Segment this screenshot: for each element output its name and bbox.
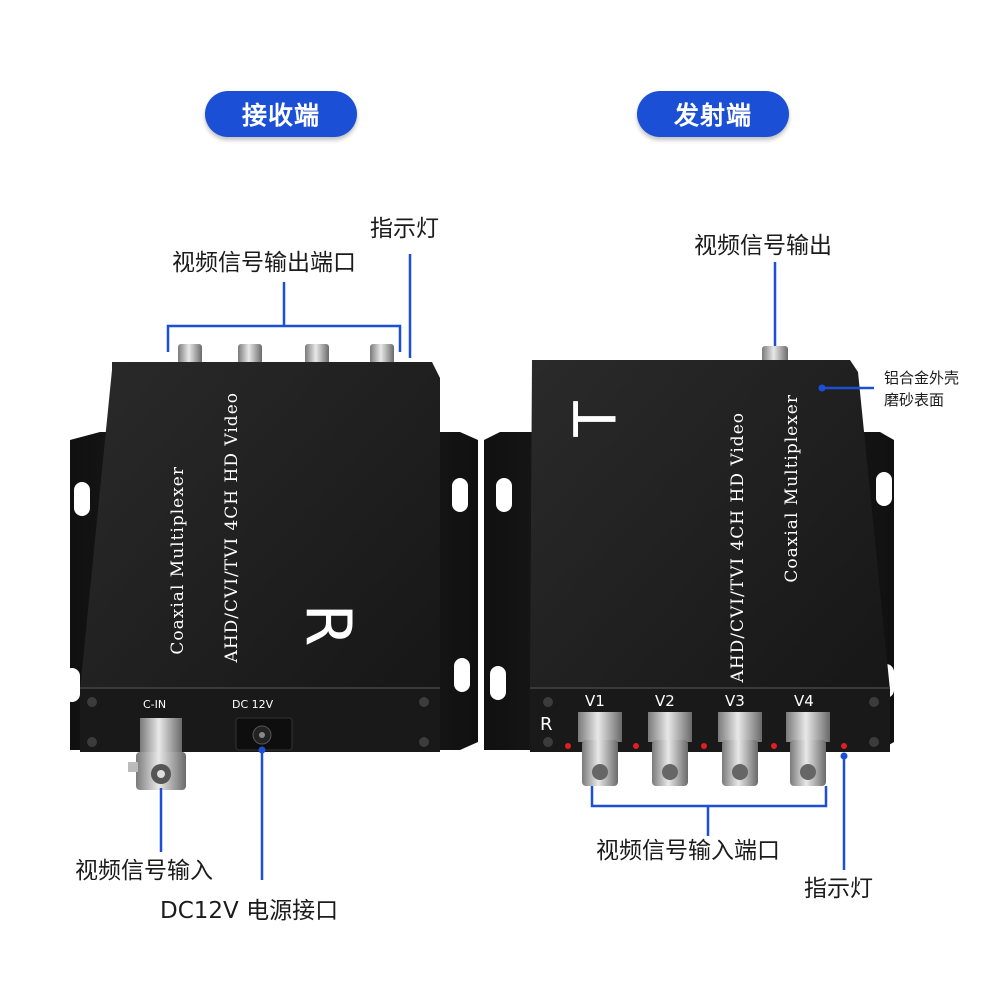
receiver-top-ports [178, 344, 394, 364]
mount-slot [64, 668, 80, 702]
receiver-cin-connector [128, 718, 186, 790]
receiver-header: 接收端 [205, 91, 357, 137]
led-label-v: V [834, 751, 839, 759]
mount-slot [490, 666, 506, 700]
receiver-video-input-label: 视频信号输入 [75, 858, 213, 884]
transmitter-port-v4: V4 [794, 692, 814, 710]
receiver-dc-jack [235, 717, 293, 751]
receiver-panel-line1: AHD/CVI/TVI 4CH HD Video [222, 392, 242, 663]
transmitter-top-port [762, 346, 788, 364]
transmitter-panel-line1: AHD/CVI/TVI 4CH HD Video [728, 412, 748, 683]
led-label-v1: V1 [768, 751, 778, 759]
mount-slot [876, 472, 892, 506]
mount-slot [452, 478, 468, 512]
transmitter-port-v2: V2 [655, 692, 675, 710]
transmitter-port-v3: V3 [725, 692, 745, 710]
mount-slot [74, 482, 90, 516]
transmitter-indicator-label: 指示灯 [804, 876, 873, 902]
transmitter-port-v1: V1 [585, 692, 605, 710]
led-indicator [633, 743, 639, 749]
led-indicator [701, 743, 707, 749]
callout-lines [159, 254, 874, 880]
callout-dot [258, 746, 266, 754]
transmitter-video-in-ports-label: 视频信号输入端口 [596, 838, 780, 864]
callout-dot [840, 752, 848, 760]
receiver-panel-line2: Coaxial Multiplexer [168, 466, 188, 655]
transmitter-device [484, 346, 894, 786]
transmitter-video-out-label: 视频信号输出 [694, 233, 832, 259]
transmitter-letter: T [561, 401, 630, 437]
receiver-indicator-label: 指示灯 [370, 216, 439, 242]
receiver-letter: R [291, 603, 365, 647]
mount-slot [496, 478, 512, 512]
led-label-opt: OPT [628, 751, 643, 759]
led-indicator [771, 743, 777, 749]
transmitter-shell-label-2: 磨砂表面 [884, 391, 945, 409]
callout-dot [818, 384, 826, 392]
mount-slot [454, 658, 470, 692]
transmitter-shell-label-1: 铝合金外壳 [884, 369, 960, 387]
led-indicator [565, 743, 571, 749]
receiver-power-label: DC12V 电源接口 [160, 898, 339, 924]
receiver-dc-label: DC 12V [232, 698, 274, 711]
transmitter-header: 发射端 [637, 91, 789, 137]
transmitter-panel-line2: Coaxial Multiplexer [782, 394, 802, 583]
led-label-p: P [566, 751, 571, 759]
receiver-device [64, 344, 478, 790]
receiver-cin-label: C-IN [143, 698, 167, 711]
transmitter-front-letter: R [540, 714, 553, 735]
receiver-video-out-ports-label: 视频信号输出端口 [172, 250, 356, 276]
led-indicator [841, 743, 847, 749]
transmitter-bnc-ports [578, 712, 830, 786]
